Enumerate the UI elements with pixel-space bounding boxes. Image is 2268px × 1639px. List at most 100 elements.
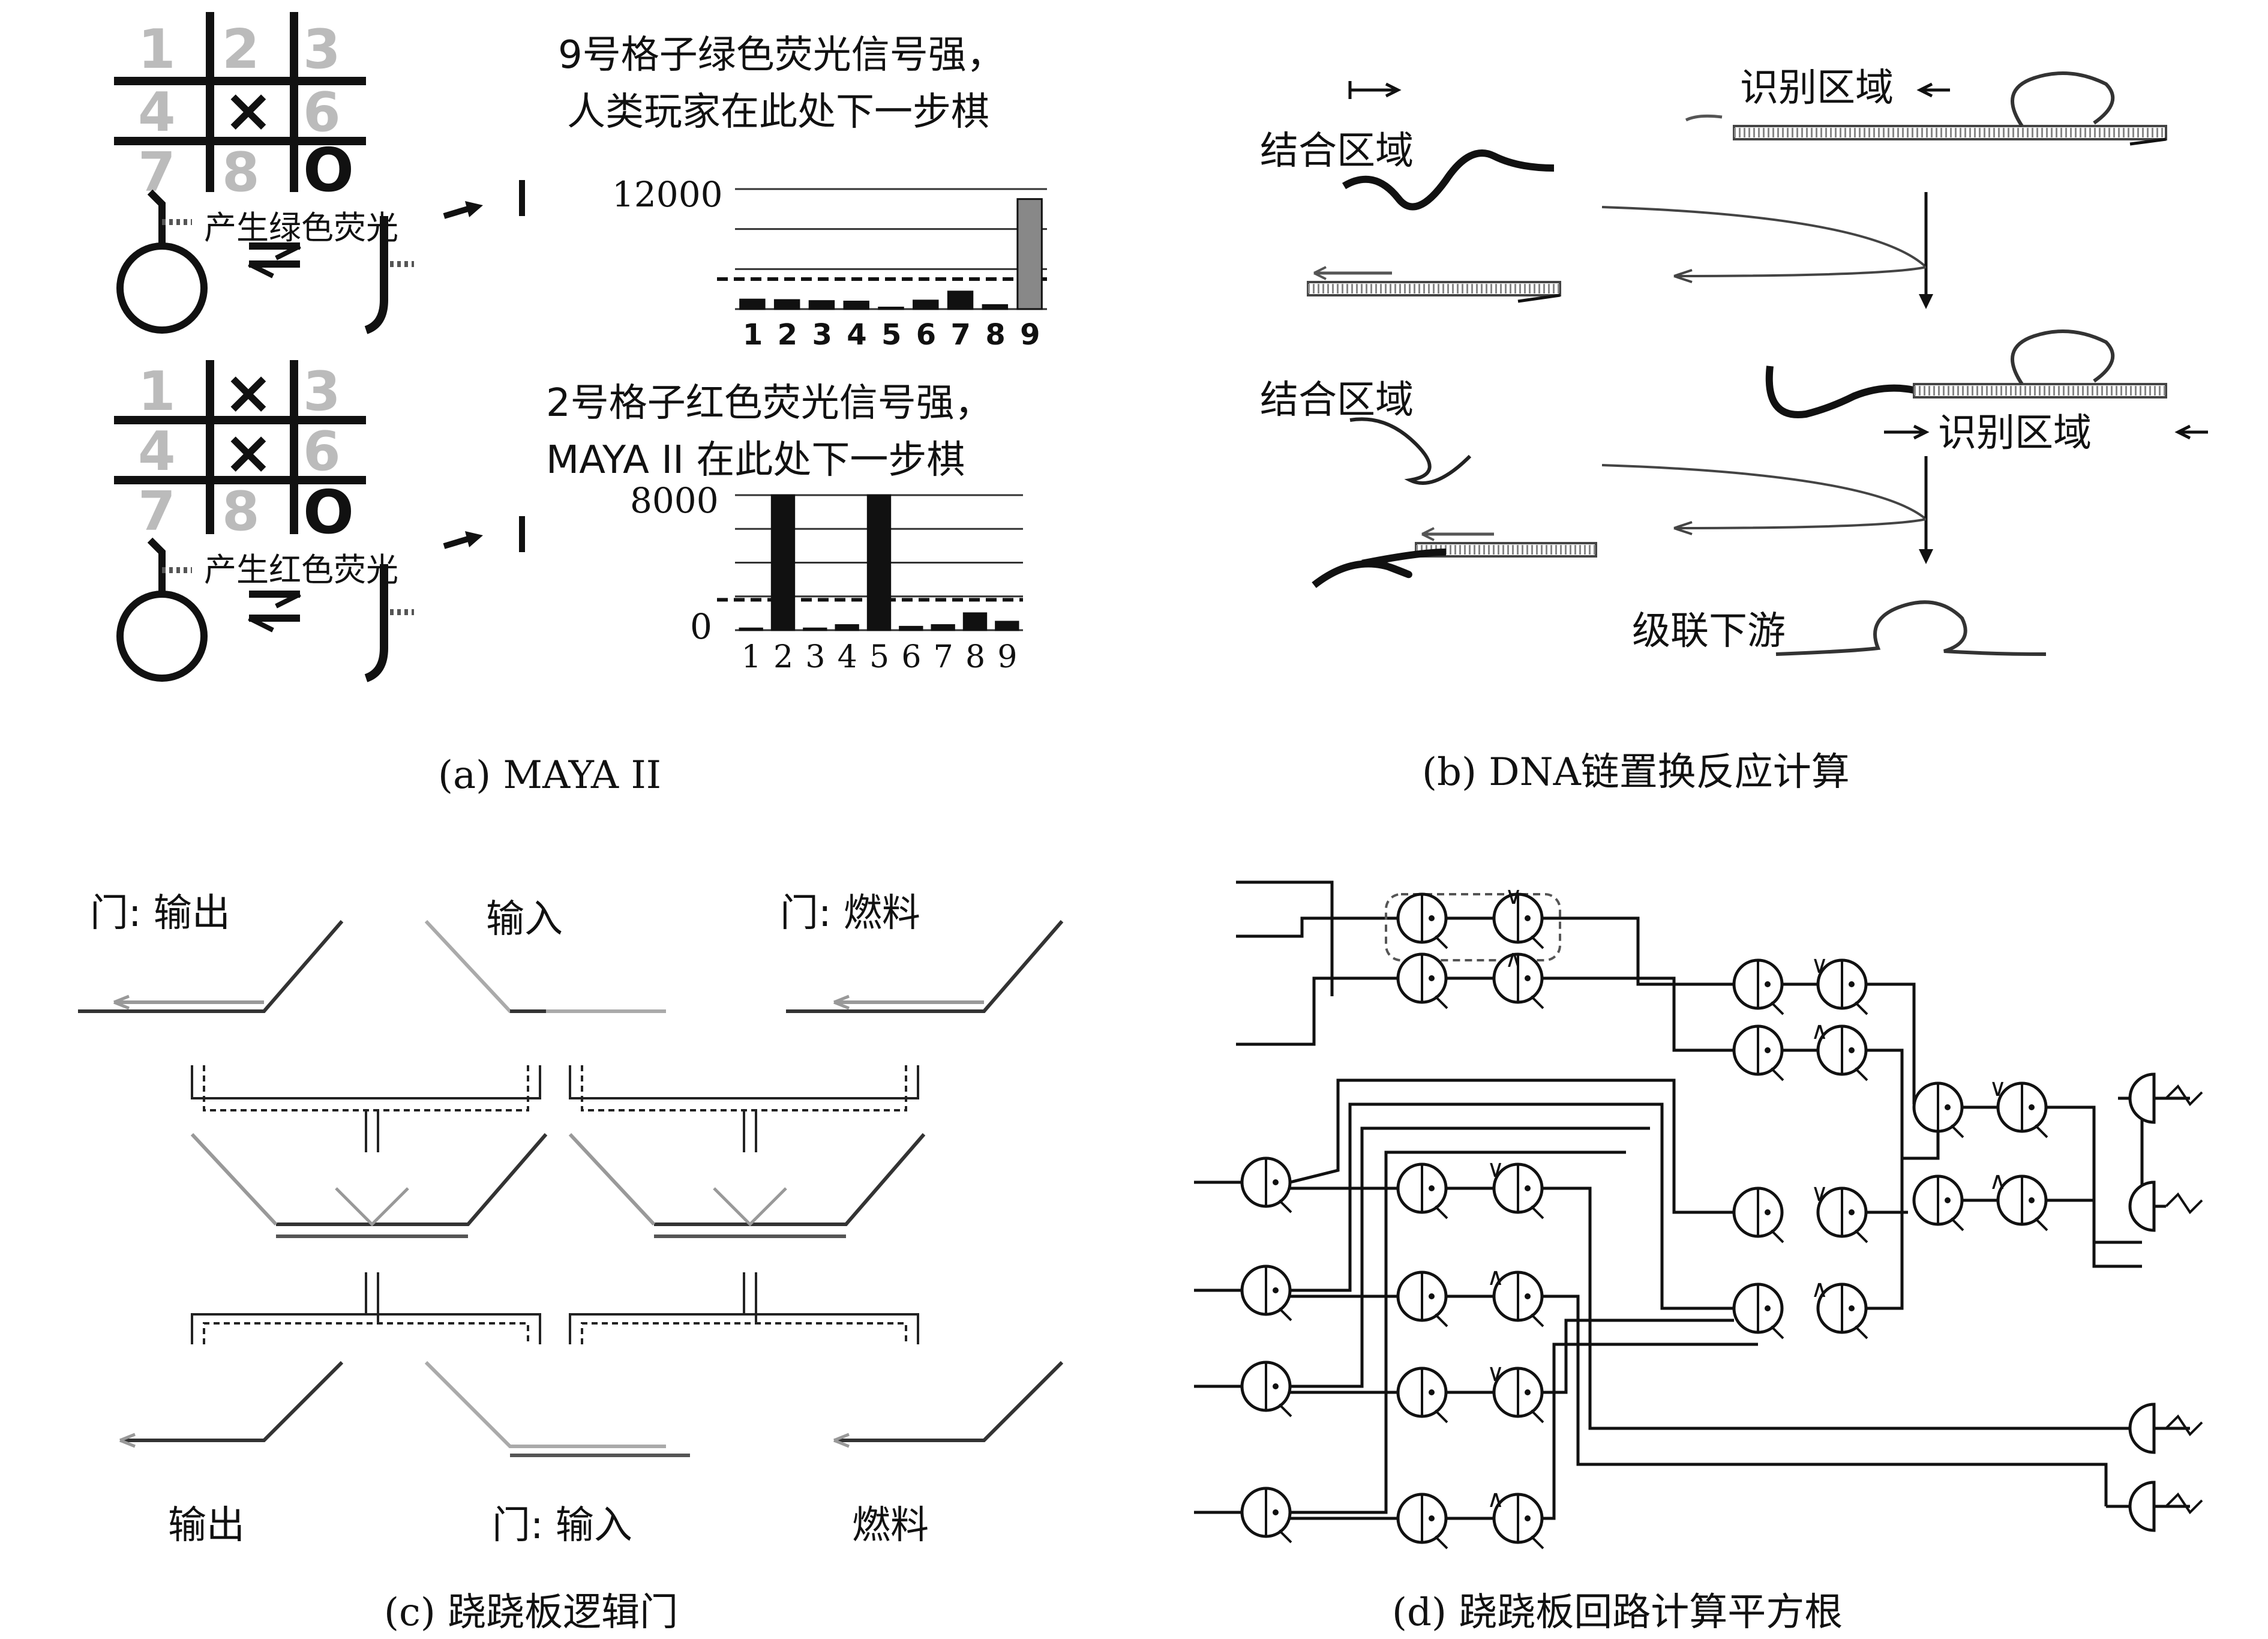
bar [739,298,766,310]
seesaw-gate-icon [1396,1271,1448,1328]
x-tick-label: 4 [837,639,857,675]
seesaw-gate-icon [1996,1081,2048,1138]
bar [835,624,859,631]
seesaw-gate-icon [1396,1493,1448,1550]
and-operator-label-4: ∧ [1811,1275,1829,1303]
x-tick-label: 5 [881,318,902,352]
or-operator-label-4: ∨ [1811,1179,1829,1207]
x-tick-label: 6 [916,318,937,352]
result-text-bottom-line2: MAYA II 在此处下一步棋 [546,438,965,483]
seesaw-gate-icon [1396,892,1448,949]
seesaw-gate-icon [1240,1487,1292,1544]
panel-a-caption: (a) MAYA II [438,753,661,798]
panel-c-caption: (c) 跷跷板逻辑门 [384,1590,679,1635]
or-operator-label-1: ∨ [1505,882,1523,910]
seesaw-gate-icon [1396,952,1448,1009]
seesaw-gate-icon [1240,1361,1292,1418]
grid-cell-4: 4 [138,420,176,483]
seesaw-gate-icon [1912,1081,1964,1138]
bar-chart-top [717,188,1047,310]
and-operator-label-2: ∧ [1811,1017,1829,1045]
or-operator-label-6: ∨ [1487,1359,1505,1387]
grid-cell-3: 3 [303,18,341,81]
seesaw-gate-symbols [1240,892,2048,1550]
and-operator-label-1: ∧ [1505,945,1523,973]
panel-b-caption: (b) DNA链置换反应计算 [1422,750,1850,795]
bar [1016,198,1043,310]
x-tick-label: 1 [742,318,763,352]
panel-a: 1 2 3 4 × 6 7 8 O 产生绿色荧光 9号格子绿色荧光信号强， 人类… [0,0,1134,828]
seesaw-gate-icon [1396,1367,1448,1424]
and-operator-label-3: ∧ [1989,1167,2007,1195]
x-tick-label: 6 [901,639,922,675]
seesaw-gate-icon [1240,1156,1292,1213]
grid-cell-9: O [303,477,355,547]
bar [770,494,796,631]
seesaw-square-root-circuit [1194,880,2203,1550]
grid-cell-6: 6 [303,81,341,144]
result-text-top-line2: 人类玩家在此处下一步棋 [567,90,989,134]
x-tick-label: 9 [1020,318,1040,352]
fluorescence-label-top: 产生绿色荧光 [204,209,398,247]
bar [931,624,955,631]
gate-fuel-label: 门: 燃料 [780,891,920,936]
seesaw-gate-icon [1492,1162,1544,1219]
x-tick-label: 4 [847,318,867,352]
or-operator-label-5: ∨ [1487,1155,1505,1183]
seesaw-gate-icon [1732,1024,1784,1081]
and-operator-label-6: ∧ [1487,1485,1505,1513]
chart-top-y-max-label: 12000 [612,174,723,215]
fluorescence-label-bottom: 产生红色荧光 [204,551,398,589]
bar [878,307,904,310]
x-tick-label: 9 [997,639,1018,675]
seesaw-gate-icon [1240,1265,1292,1322]
bar [843,301,869,310]
seesaw-gate-icon [1492,892,1544,949]
panel-d: ∨ ∧ ∨ ∧ ∨ ∧ ∨ ∧ ∨ ∧ ∨ ∧ (d) 跷跷板回路计算平方根 [1134,828,2268,1639]
result-text-bottom-line1: 2号格子红色荧光信号强， [546,381,993,426]
grid-cell-7: 7 [138,480,176,543]
x-tick-label: 5 [869,639,890,675]
seesaw-gate-icon [1492,952,1544,1009]
seesaw-gate-icon [1492,1367,1544,1424]
seesaw-gate-illustration [78,919,1064,1457]
grid-cell-4: 4 [138,81,176,144]
seesaw-gate-icon [1816,1024,1868,1081]
gate-input-label: 门: 输入 [492,1503,632,1548]
binding-region-label-1: 结合区域 [1260,129,1414,173]
output-label: 输出 [168,1503,245,1548]
seesaw-gate-icon [1816,958,1868,1015]
cascade-downstream-label: 级联下游 [1632,609,1786,654]
x-tick-label: 8 [965,639,986,675]
panel-b: 结合区域 识别区域 结合区域 识别区域 级联下游 (b) DNA链置换反应计算 [1134,0,2268,828]
x-tick-label: 8 [985,318,1006,352]
grid-cell-3: 3 [303,360,341,423]
panel-d-caption: (d) 跷跷板回路计算平方根 [1392,1590,1843,1635]
panel-c: 门: 输出 输入 门: 燃料 输出 门: 输入 燃料 (c) 跷跷板逻辑门 [0,828,1134,1639]
bar [962,612,988,631]
seesaw-gate-icon [1816,1283,1868,1340]
seesaw-gate-icon [1492,1493,1544,1550]
bar [739,627,763,631]
grid-cell-2: × [223,357,274,427]
grid-cell-8: 8 [222,480,260,543]
recognition-region-label-2: 识别区域 [1938,411,2092,456]
and-operator-label-5: ∧ [1487,1263,1505,1291]
bar [803,627,827,631]
seesaw-gate-icon [1912,1174,1964,1232]
bar [866,494,892,631]
grid-cell-1: 1 [138,360,176,423]
bar-chart-bottom [717,494,1023,631]
x-tick-label: 3 [805,639,826,675]
grid-cell-5: × [223,75,274,145]
grid-cell-5: × [223,417,274,487]
strand-displacement-illustration [1307,71,2208,656]
seesaw-gate-icon [1396,1162,1448,1219]
seesaw-gate-icon [1996,1174,2048,1232]
seesaw-gate-icon [1492,1271,1544,1328]
bar [899,625,923,631]
seesaw-gate-icon [1732,1283,1784,1340]
grid-cell-1: 1 [138,18,176,81]
grid-cell-2: 2 [222,18,260,81]
grid-cell-9: O [303,135,355,205]
